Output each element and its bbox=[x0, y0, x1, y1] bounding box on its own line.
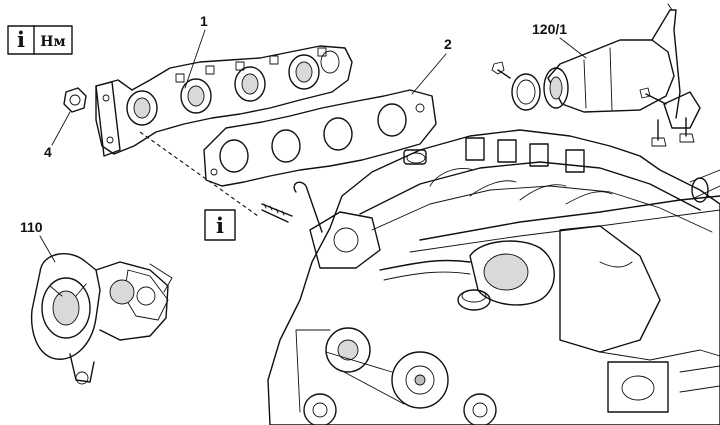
info-letter-2: i bbox=[216, 213, 224, 238]
callout-manifold-gasket: 2 bbox=[444, 36, 452, 52]
leader-line-1 bbox=[184, 29, 206, 89]
callout-nut: 4 bbox=[44, 144, 52, 160]
leader-line-2 bbox=[411, 53, 447, 95]
callout-exhaust-manifold: 1 bbox=[200, 13, 208, 29]
torque-unit-label: Нм bbox=[40, 34, 65, 50]
alignment-dash-line bbox=[139, 131, 259, 217]
engine-assembly bbox=[267, 129, 720, 425]
manifold-gasket bbox=[203, 89, 437, 187]
turbocharger bbox=[30, 253, 173, 385]
catalytic-converter bbox=[491, 3, 701, 147]
callout-catalytic-converter: 120/1 bbox=[532, 21, 567, 37]
torque-info-box: i Нм bbox=[7, 25, 73, 55]
info-box: i bbox=[204, 209, 236, 241]
callout-turbocharger: 110 bbox=[20, 219, 43, 235]
exhaust-manifold bbox=[95, 45, 353, 157]
leader-line-110 bbox=[39, 235, 56, 263]
stud-bolt bbox=[261, 203, 293, 223]
leader-line-4 bbox=[51, 111, 71, 146]
info-letter: i bbox=[17, 27, 25, 52]
nut-part bbox=[63, 87, 87, 113]
